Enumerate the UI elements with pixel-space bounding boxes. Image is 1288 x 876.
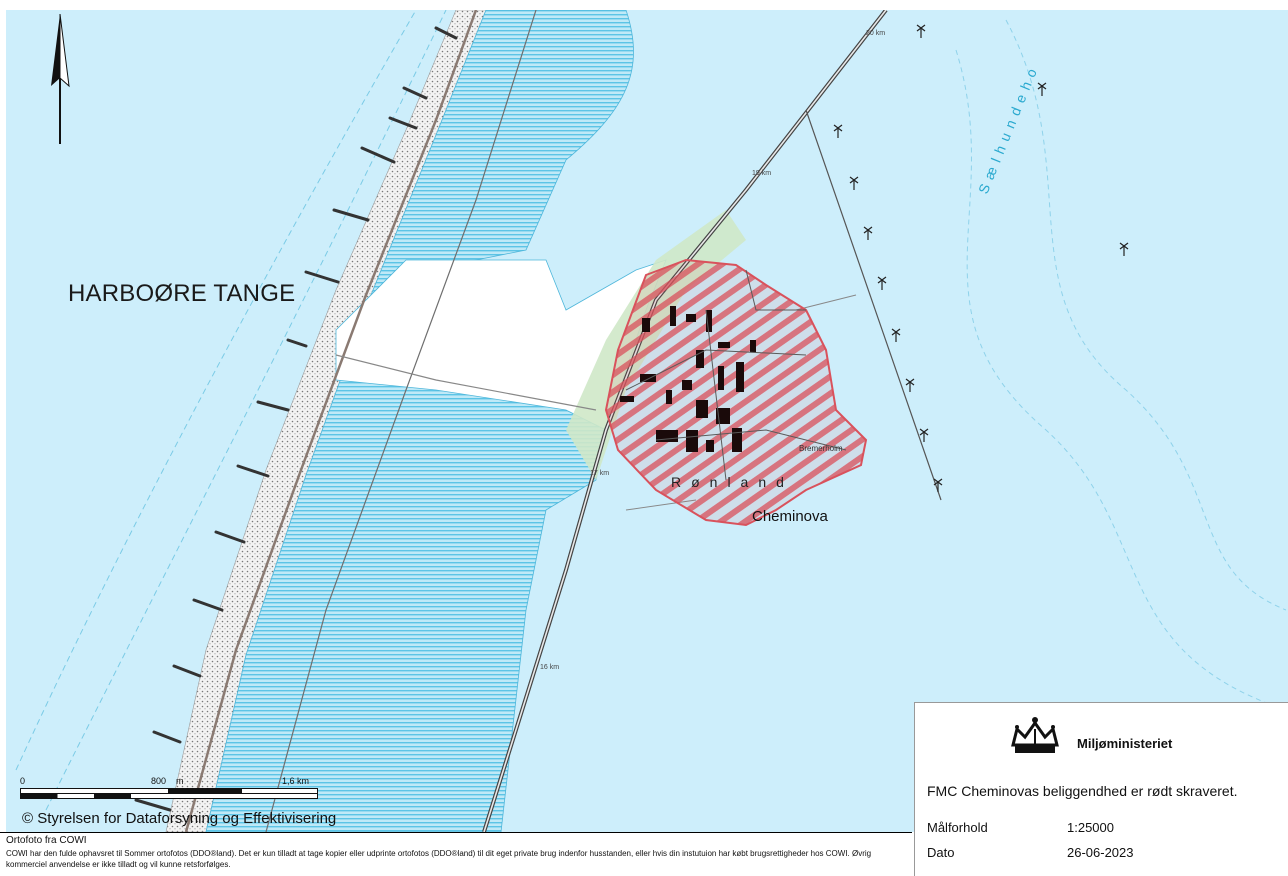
copyright-text: © Styrelsen for Dataforsyning og Effekti… [22, 810, 337, 827]
buildings [620, 306, 756, 452]
site-roads [625, 269, 847, 481]
area-label: HARBOØRE TANGE [68, 280, 296, 307]
legend-box: Miljøministeriet FMC Cheminovas beliggen… [914, 702, 1288, 876]
site-label: Cheminova [752, 508, 828, 525]
groynes [134, 26, 458, 812]
km-marker: 20 km [866, 30, 886, 37]
scale-label: Målforhold [927, 820, 988, 835]
depth-contour [1005, 19, 1287, 611]
pier [805, 109, 942, 501]
orthophoto-notice: Ortofoto fra COWI COWI har den fulde oph… [0, 832, 912, 876]
north-arrow-icon [51, 14, 70, 144]
map-canvas[interactable] [6, 10, 1288, 832]
km-marker: 19 km [752, 170, 772, 177]
km-marker: 17 km [590, 470, 610, 477]
scale-bar: 0 800 m 1,6 km [20, 776, 320, 804]
pier [795, 294, 857, 311]
sub-label: Bremerholm [799, 444, 843, 453]
wind-turbine-icon [833, 24, 1129, 492]
date-value: 26-06-2023 [1067, 845, 1134, 860]
orthophoto-title: Ortofoto fra COWI [6, 835, 87, 846]
scale-value: 1:25000 [1067, 820, 1114, 835]
scale-mid: 800 [151, 776, 167, 786]
town-label: Rønland [671, 474, 794, 490]
crown-logo-icon [1011, 717, 1059, 753]
road [184, 10, 478, 832]
orthophoto-text: COWI har den fulde ophavsret til Sommer … [6, 849, 872, 869]
scale-bar-graphic [20, 788, 318, 799]
km-marker: 16 km [540, 664, 560, 671]
scale-mid-unit: m [176, 776, 184, 786]
road [265, 10, 537, 832]
site-hatched-area [604, 258, 868, 527]
depth-contour [15, 10, 417, 771]
road-cross [335, 354, 597, 411]
scale-start: 0 [20, 776, 26, 786]
ministry-name: Miljøministeriet [1077, 736, 1173, 751]
date-label: Dato [927, 845, 955, 860]
legend-description: FMC Cheminovas beliggendhed er rødt skra… [927, 783, 1238, 799]
depth-contour [955, 49, 1287, 711]
scale-end: 1,6 km [282, 776, 310, 786]
